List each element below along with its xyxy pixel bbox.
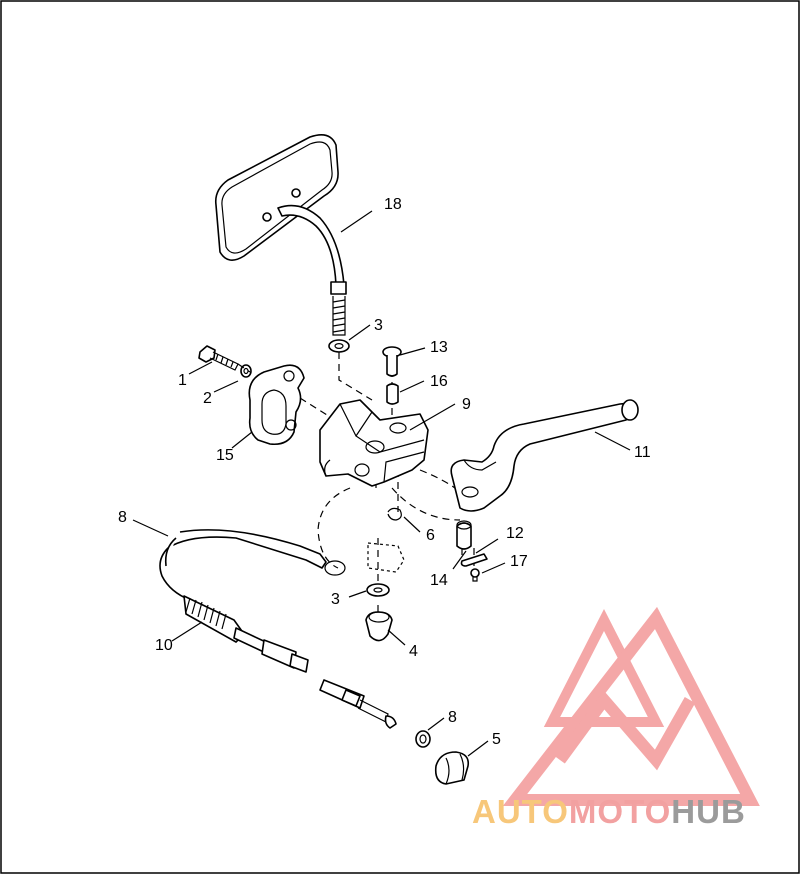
callout-labels: 18 3 13 16 9 11 1 2 15 6 12 14 17 8 3 4 … bbox=[118, 196, 651, 748]
part-18-mirror bbox=[214, 134, 347, 336]
part-1-screw bbox=[198, 345, 239, 371]
callout-18: 18 bbox=[384, 196, 402, 213]
leader-lines bbox=[132, 210, 631, 757]
callout-6: 6 bbox=[426, 527, 435, 544]
part-3-washer-top bbox=[328, 339, 350, 353]
watermark-text-hub: HUB bbox=[671, 793, 746, 830]
callout-8-bottom: 8 bbox=[448, 709, 457, 726]
callout-14: 14 bbox=[430, 572, 448, 589]
part-5-cable-clamp bbox=[434, 751, 470, 785]
part-16-bushing bbox=[386, 383, 399, 405]
part-4-nut bbox=[365, 611, 393, 642]
part-9-bracket bbox=[319, 399, 429, 487]
watermark-text-moto: MOTO bbox=[569, 793, 671, 830]
part-10-cable bbox=[159, 529, 397, 729]
callout-15: 15 bbox=[216, 447, 234, 464]
callout-13: 13 bbox=[430, 339, 448, 356]
callout-1: 1 bbox=[178, 372, 187, 389]
callout-2: 2 bbox=[203, 390, 212, 407]
part-12-clip-pin bbox=[460, 553, 488, 567]
part-15-clamp bbox=[248, 364, 305, 446]
callout-10: 10 bbox=[155, 637, 173, 654]
callout-4: 4 bbox=[409, 643, 418, 660]
watermark-text: AUTOMOTOHUB bbox=[472, 793, 746, 830]
callout-9: 9 bbox=[462, 396, 471, 413]
part-17-screw bbox=[470, 568, 480, 582]
part-3-washer-bottom bbox=[366, 583, 390, 597]
part-11-lever bbox=[450, 399, 639, 512]
watermark-logo bbox=[502, 606, 760, 806]
cable-ferrule-chain bbox=[367, 542, 405, 573]
callout-17: 17 bbox=[510, 553, 528, 570]
part-6-clip bbox=[387, 507, 402, 521]
callout-5: 5 bbox=[492, 731, 501, 748]
callout-3-bottom: 3 bbox=[331, 591, 340, 608]
part-13-pin bbox=[382, 346, 402, 377]
callout-16: 16 bbox=[430, 373, 448, 390]
part-8-grommet bbox=[415, 730, 431, 748]
callout-8-top: 8 bbox=[118, 509, 127, 526]
callout-12: 12 bbox=[506, 525, 524, 542]
callout-3-top: 3 bbox=[374, 317, 383, 334]
callout-11: 11 bbox=[634, 444, 651, 461]
watermark-text-auto: AUTO bbox=[472, 793, 569, 830]
part-14-pivot bbox=[456, 520, 472, 550]
